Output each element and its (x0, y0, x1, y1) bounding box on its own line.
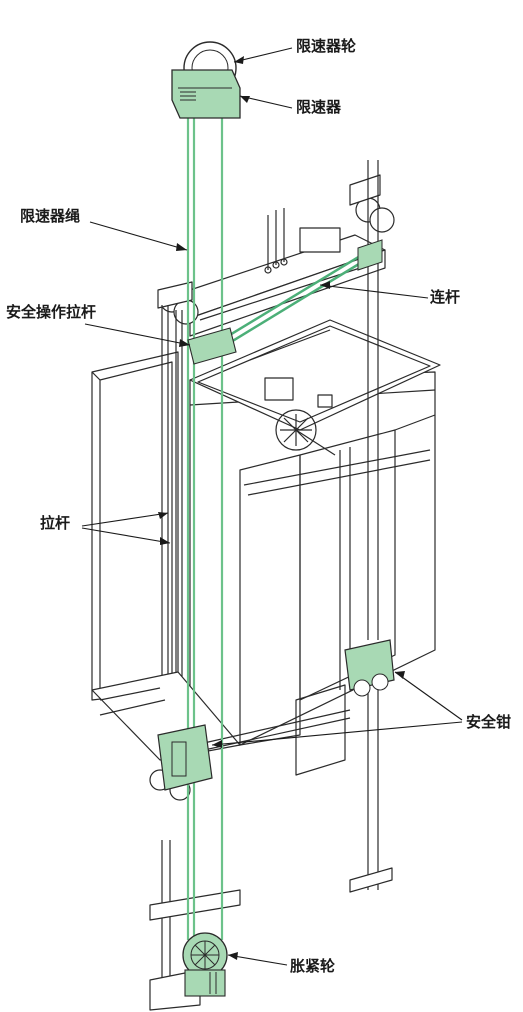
safety-gear-left (157, 724, 213, 791)
safety-gear-right (344, 639, 395, 697)
tension-wheel-assembly (182, 932, 228, 997)
label-safety-gear: 安全钳 (466, 713, 512, 731)
car-front-frame (189, 371, 436, 776)
left-stiles (161, 305, 183, 745)
label-tension-wheel: 胀紧轮 (290, 957, 336, 975)
linkage-end-block (357, 239, 383, 271)
leader-arrowheads (158, 56, 405, 960)
highlighted-components (157, 41, 395, 997)
label-governor: 限速器 (296, 98, 342, 116)
safety-lever-block (187, 327, 237, 365)
linkage-bar (204, 248, 373, 358)
label-safety-lever: 安全操作拉杆 (6, 303, 97, 321)
label-linkage: 连杆 (430, 288, 461, 306)
right-guide-rail (349, 160, 393, 893)
car-left-wall (91, 351, 179, 701)
label-governor-rope: 限速器绳 (20, 207, 81, 225)
governor-rope-lines (186, 90, 224, 940)
governor-assembly (171, 41, 241, 119)
label-governor-wheel: 限速器轮 (296, 37, 357, 55)
leader-lines (81, 47, 463, 966)
label-pull-rod: 拉杆 (40, 514, 71, 532)
